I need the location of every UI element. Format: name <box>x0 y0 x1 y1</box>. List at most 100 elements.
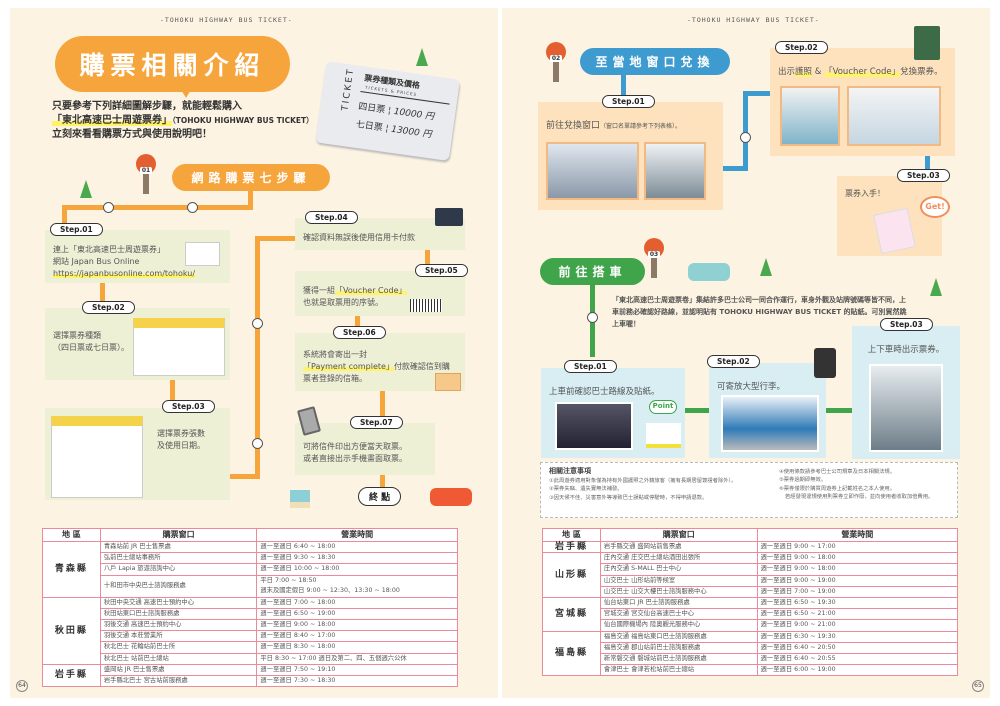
ticket-price-card: TICKET 票券種類及價格 TICKETS & PRICES 四日票 ¦ 10… <box>314 61 461 161</box>
bus-stop-number: 01 <box>139 167 153 174</box>
intro-line: 立刻來看看購票方式與使用說明吧！ <box>52 129 212 140</box>
step-text: （四日票或七日票）。 <box>53 343 129 352</box>
hours-cell: 週一至週日 8:30 ~ 18:00 <box>256 641 458 654</box>
route-node <box>587 312 598 323</box>
note-item: ⑥票券僅限於購買周遊券上記載姓名之本人使用。 <box>779 485 895 492</box>
hours-cell: 週一至週日 6:40 ~ 20:50 <box>756 641 959 654</box>
table-row: 秋田站東口巴士諮詢服務處週一至週日 6:50 ~ 19:00 <box>43 607 458 620</box>
intro-line: 只要參考下列詳細圖解步驟，就能輕鬆購入 <box>52 101 242 112</box>
website-screenshot <box>51 416 143 498</box>
hours-cell: 週一至週日 6:40 ~ 20:55 <box>756 652 959 666</box>
office-cell: 十和田市中央巴士諮詢服務處 <box>99 574 258 598</box>
hours-cell: 週一至週日 6:00 ~ 19:00 <box>756 664 959 677</box>
ticket-photo <box>873 207 916 255</box>
station-building-icon <box>290 490 310 508</box>
passport-icon <box>914 26 940 60</box>
office-cell: 秋田中央交通 高速巴士預約中心 <box>99 596 258 609</box>
office-cell: 秋北巴士 站前巴士總站 <box>99 652 258 665</box>
hours-cell: 週一至週日 7:00 ~ 19:00 <box>756 585 959 598</box>
boarding-section-header: 前往搭車 <box>540 258 645 285</box>
step-text: 兌換票券。 <box>900 67 943 77</box>
office-cell: 秋田站東口巴士諮詢服務處 <box>99 607 258 620</box>
show-ticket-photo <box>869 364 943 452</box>
intro-english-name: （TOHOKU HIGHWAY BUS TICKET） <box>172 116 314 125</box>
hours-cell: 週一至週日 10:00 ~ 18:00 <box>256 563 458 576</box>
running-header: -TOHOKU HIGHWAY BUS TICKET- <box>687 16 820 24</box>
bubble-tail <box>180 88 192 98</box>
note-item: ②票券失竊、遺失實無法補發。 <box>549 486 623 492</box>
tree-icon <box>930 278 942 296</box>
notes-title: 相關注意事項 <box>549 467 591 475</box>
table-row: 十和田市中央巴士諮詢服務處平日 7:00 ~ 18:50 週末及國定假日 9:0… <box>43 574 458 598</box>
office-cell: 仙台站東口 JR 巴士諮詢服務處 <box>599 596 758 610</box>
table-row: 秋北巴士 花輪站前巴士所週一至週日 8:30 ~ 18:00 <box>43 641 458 654</box>
boarding-step-01-card: 上車前確認巴士路線及貼紙。 Point <box>541 368 685 458</box>
tree-icon <box>80 180 92 198</box>
hours-cell: 週一至週日 9:00 ~ 18:00 <box>256 618 458 632</box>
hours-cell: 週一至週日 9:30 ~ 18:30 <box>256 552 458 565</box>
hours-cell: 平日 7:00 ~ 18:50 週末及國定假日 9:00 ~ 12:30、13:… <box>256 574 458 598</box>
step-06-card: 系統將會寄出一封「Payment complete」付款確認信到購票者登錄的信箱… <box>295 333 465 391</box>
payment-complete-highlight: 「Payment complete」 <box>303 362 394 371</box>
column-header: 地 區 <box>542 528 601 542</box>
table-row: 羽後交通 本莊營業所週一至週日 8:40 ~ 17:00 <box>43 630 458 643</box>
office-cell: 八戶 Lapia 旅遊諮詢中心 <box>99 563 258 576</box>
hours-cell: 週一至週日 9:00 ~ 17:00 <box>756 540 959 554</box>
office-cell: 福島交通 郡山站前巴士諮詢服務處 <box>599 641 758 654</box>
hours-cell: 週一至週日 6:50 ~ 19:30 <box>756 596 959 610</box>
table-row: 岩手縣北巴士 宮古站前服務處週一至週日 7:30 ~ 18:30 <box>43 674 458 688</box>
step-text: 獲得一組 <box>303 286 335 295</box>
office-cell: 庄內交通 庄交巴士總站酒田出張所 <box>599 552 758 565</box>
step-text: 確認資料無誤後使用信用卡付款 <box>303 233 415 242</box>
office-cell: 新常磐交通 磐城站前巴士諮詢服務處 <box>599 652 758 666</box>
left-ticket-office-table: 地 區購票窗口營業時間青森縣青森站前 JR 巴士售票處週一至週日 6:40 ~ … <box>42 528 458 688</box>
office-cell: 秋北巴士 花輪站前巴士所 <box>99 641 258 654</box>
boarding-step-02-card: 可寄放大型行李。 <box>709 363 826 458</box>
tree-icon <box>760 258 772 276</box>
step-label: Step.02 <box>82 301 135 314</box>
suitcase-icon <box>814 348 836 378</box>
step-04-card: 確認資料無誤後使用信用卡付款 <box>295 208 465 250</box>
table-row: 會津巴士 會津若松站前巴士總站週一至週日 6:00 ~ 19:00 <box>543 664 959 677</box>
table-row: 岩手縣岩手縣交通 盛岡站前售票處週一至週日 9:00 ~ 17:00 <box>542 540 959 554</box>
page-title: 購票相關介紹 <box>79 51 266 80</box>
office-cell: 仙台國際機場內 陸奧觀光服務中心 <box>599 619 758 632</box>
column-header: 營業時間 <box>256 528 458 542</box>
bus-stop-icon: 01 <box>136 154 158 194</box>
step-text: 付款確認信到購票者登錄的信箱。 <box>303 362 450 383</box>
step-text: 選擇票券種類 <box>53 331 101 340</box>
hours-cell: 週一至週日 7:50 ~ 19:10 <box>256 663 458 676</box>
step-text: 選擇票券張數 <box>157 429 205 438</box>
ticket-price: 13000 円 <box>390 124 433 141</box>
ticket-type: 四日票 <box>357 101 386 116</box>
table-row: 青森縣青森站前 JR 巴士售票處週一至週日 6:40 ~ 18:00 <box>42 540 458 598</box>
hours-cell: 週一至週日 7:30 ~ 18:30 <box>256 674 458 688</box>
voucher-code-highlight: 「Voucher Code」 <box>824 67 901 77</box>
exchange-section-header: 至當地窗口兌換 <box>580 48 730 75</box>
exchange-counter-photo <box>847 86 941 146</box>
boarding-step-03-card: 上下車時出示票券。 <box>852 326 960 459</box>
region-cell: 岩手縣 <box>42 663 101 688</box>
office-cell: 山交巴士 山形站前等候室 <box>599 574 758 587</box>
exchange-step-03-card: 票券入手！ <box>837 176 942 256</box>
ticket-side-label: TICKET <box>340 67 357 112</box>
table-row: 岩手縣盛岡站 JR 巴士售票處週一至週日 7:50 ~ 19:10 <box>42 663 458 688</box>
right-ticket-office-table: 地 區購票窗口營業時間岩手縣岩手縣交通 盛岡站前售票處週一至週日 9:00 ~ … <box>542 528 959 677</box>
running-header: -TOHOKU HIGHWAY BUS TICKET- <box>160 16 293 24</box>
table-row: 山交巴士 山形站前等候室週一至週日 9:00 ~ 19:00 <box>543 574 959 587</box>
station-photo <box>546 142 639 200</box>
office-cell: 宮城交通 宮交仙台高速巴士中心 <box>599 608 758 621</box>
column-header: 地 區 <box>42 528 101 542</box>
hours-cell: 週一至週日 9:00 ~ 18:00 <box>756 563 959 576</box>
route-node <box>103 202 114 213</box>
table-row: 仙台國際機場內 陸奧觀光服務中心週一至週日 9:00 ~ 21:00 <box>543 619 959 632</box>
intro-text: 只要參考下列詳細圖解步驟，就能輕鬆購入 「東北高速巴士周遊票券」（TOHOKU … <box>52 100 314 142</box>
barcode-icon <box>410 299 442 312</box>
japan-bus-online-link[interactable]: https://japanbusonline.com/tohoku/ <box>53 269 196 278</box>
step-label: Step.02 <box>775 41 828 54</box>
step-label: Step.07 <box>350 416 403 429</box>
route-node <box>187 202 198 213</box>
step-text: 前往兌換窗口 <box>546 121 601 131</box>
step-label: Step.03 <box>162 400 215 413</box>
bus-stop-icon: 02 <box>546 42 568 82</box>
